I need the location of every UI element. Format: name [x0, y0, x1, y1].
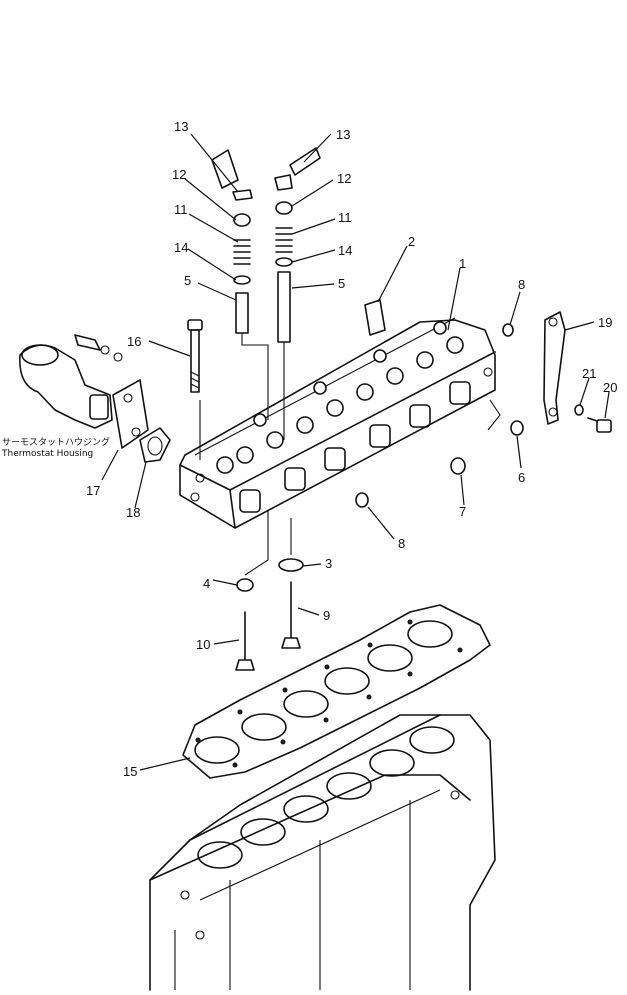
valve-seat-4	[236, 578, 254, 592]
bolt-20	[587, 417, 612, 433]
shim-flags-13	[211, 147, 321, 189]
callout-1: 1	[459, 256, 466, 271]
valve-stack-right	[274, 174, 293, 343]
callout-13-left: 13	[174, 119, 188, 134]
callout-17: 17	[86, 483, 100, 498]
washer-21	[574, 404, 584, 416]
callout-5-right: 5	[338, 276, 345, 291]
cylinder-head	[179, 317, 496, 529]
callout-3: 3	[325, 556, 332, 571]
thermostat-note: サーモスタットハウジング Thermostat Housing	[1, 436, 110, 459]
seal-6	[510, 420, 524, 436]
callout-9: 9	[323, 608, 330, 623]
callout-19: 19	[598, 315, 612, 330]
callout-11-left: 11	[174, 202, 188, 217]
plug-8	[355, 323, 514, 508]
callout-18: 18	[126, 505, 140, 520]
callout-11-right: 11	[338, 210, 352, 225]
bracket-19	[543, 311, 566, 425]
callout-2: 2	[408, 234, 415, 249]
leader-lines	[101, 133, 610, 771]
seal-7	[450, 457, 466, 475]
cylinder-block	[149, 714, 496, 991]
gasket-17	[112, 379, 149, 449]
valve-seat-3	[278, 558, 304, 572]
callout-14-left: 14	[174, 240, 188, 255]
callout-15: 15	[123, 764, 137, 779]
valve-stack-left	[232, 189, 253, 334]
callout-20: 20	[603, 380, 617, 395]
valve-9	[281, 581, 301, 649]
gasket-18	[139, 427, 171, 463]
head-gasket	[182, 604, 491, 779]
callout-12-right: 12	[337, 171, 351, 186]
callout-7: 7	[459, 504, 466, 519]
callout-5-left: 5	[184, 273, 191, 288]
assembly-guide-lines	[199, 333, 501, 576]
callout-labels: 13 12 11 14 5 13 12 11 14 5 2 1 8 19 21 …	[86, 119, 617, 779]
bolt-16	[187, 319, 203, 393]
callout-12-left: 12	[172, 167, 186, 182]
callout-21: 21	[582, 366, 596, 381]
note-japanese: サーモスタットハウジング	[2, 436, 110, 448]
callout-14-right: 14	[338, 243, 352, 258]
callout-13-right: 13	[336, 127, 350, 142]
sleeve-2	[364, 299, 386, 336]
note-english: Thermostat Housing	[1, 449, 93, 459]
callout-8-bottom: 8	[398, 536, 405, 551]
callout-6: 6	[518, 470, 525, 485]
callout-10: 10	[196, 637, 210, 652]
callout-4: 4	[203, 576, 210, 591]
thermostat-housing	[19, 334, 123, 429]
callout-16: 16	[127, 334, 141, 349]
callout-8-top: 8	[518, 277, 525, 292]
valve-10	[235, 611, 255, 671]
